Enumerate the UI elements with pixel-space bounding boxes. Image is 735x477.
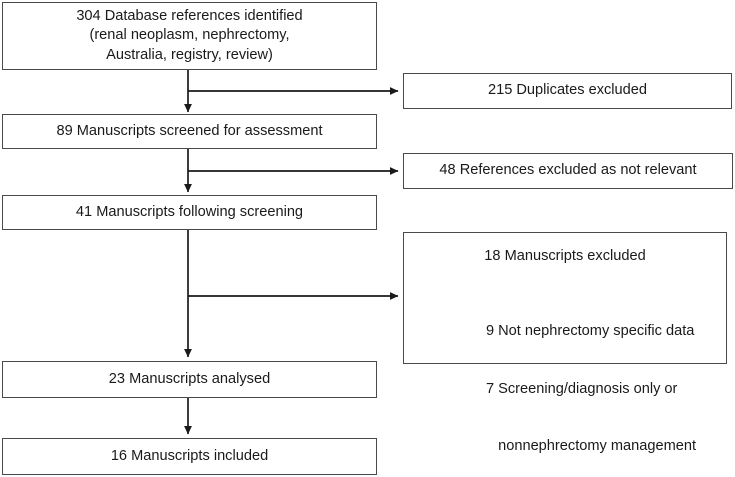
excluded-reason-item: 7 Screening/diagnosis only or (485, 380, 678, 397)
node-line: 304 Database references identified (76, 8, 303, 25)
node-line: 89 Manuscripts screened for assessment (56, 122, 323, 139)
node-line: 16 Manuscripts included (110, 447, 269, 464)
node-records-identified: 304 Database references identified (rena… (2, 2, 377, 70)
node-manuscripts-screened: 89 Manuscripts screened for assessment (2, 114, 377, 149)
excluded-title: 18 Manuscripts excluded (484, 248, 646, 264)
node-manuscripts-excluded: 18 Manuscripts excluded 9 Not nephrectom… (403, 232, 727, 454)
node-line: Australia, registry, review) (106, 46, 273, 63)
node-manuscripts-analysed: 23 Manuscripts analysed (2, 361, 377, 398)
node-line: 23 Manuscripts analysed (108, 370, 271, 387)
node-line: 48 References excluded as not relevant (439, 162, 697, 179)
node-line: (renal neoplasm, nephrectomy, (89, 27, 290, 44)
node-references-not-relevant: 48 References excluded as not relevant (403, 153, 733, 189)
node-duplicates-excluded: 215 Duplicates excluded (403, 73, 732, 109)
excluded-reason-item: 9 Not nephrectomy specific data (485, 322, 695, 339)
node-manuscripts-following-screening: 41 Manuscripts following screening (2, 195, 377, 230)
node-line: 41 Manuscripts following screening (75, 203, 304, 220)
node-manuscripts-included: 16 Manuscripts included (2, 438, 377, 475)
node-line: 215 Duplicates excluded (487, 82, 647, 99)
excluded-reasons: 9 Not nephrectomy specific data 7 Screen… (434, 283, 696, 477)
excluded-reason-item: nonnephrectomy management (485, 438, 697, 455)
